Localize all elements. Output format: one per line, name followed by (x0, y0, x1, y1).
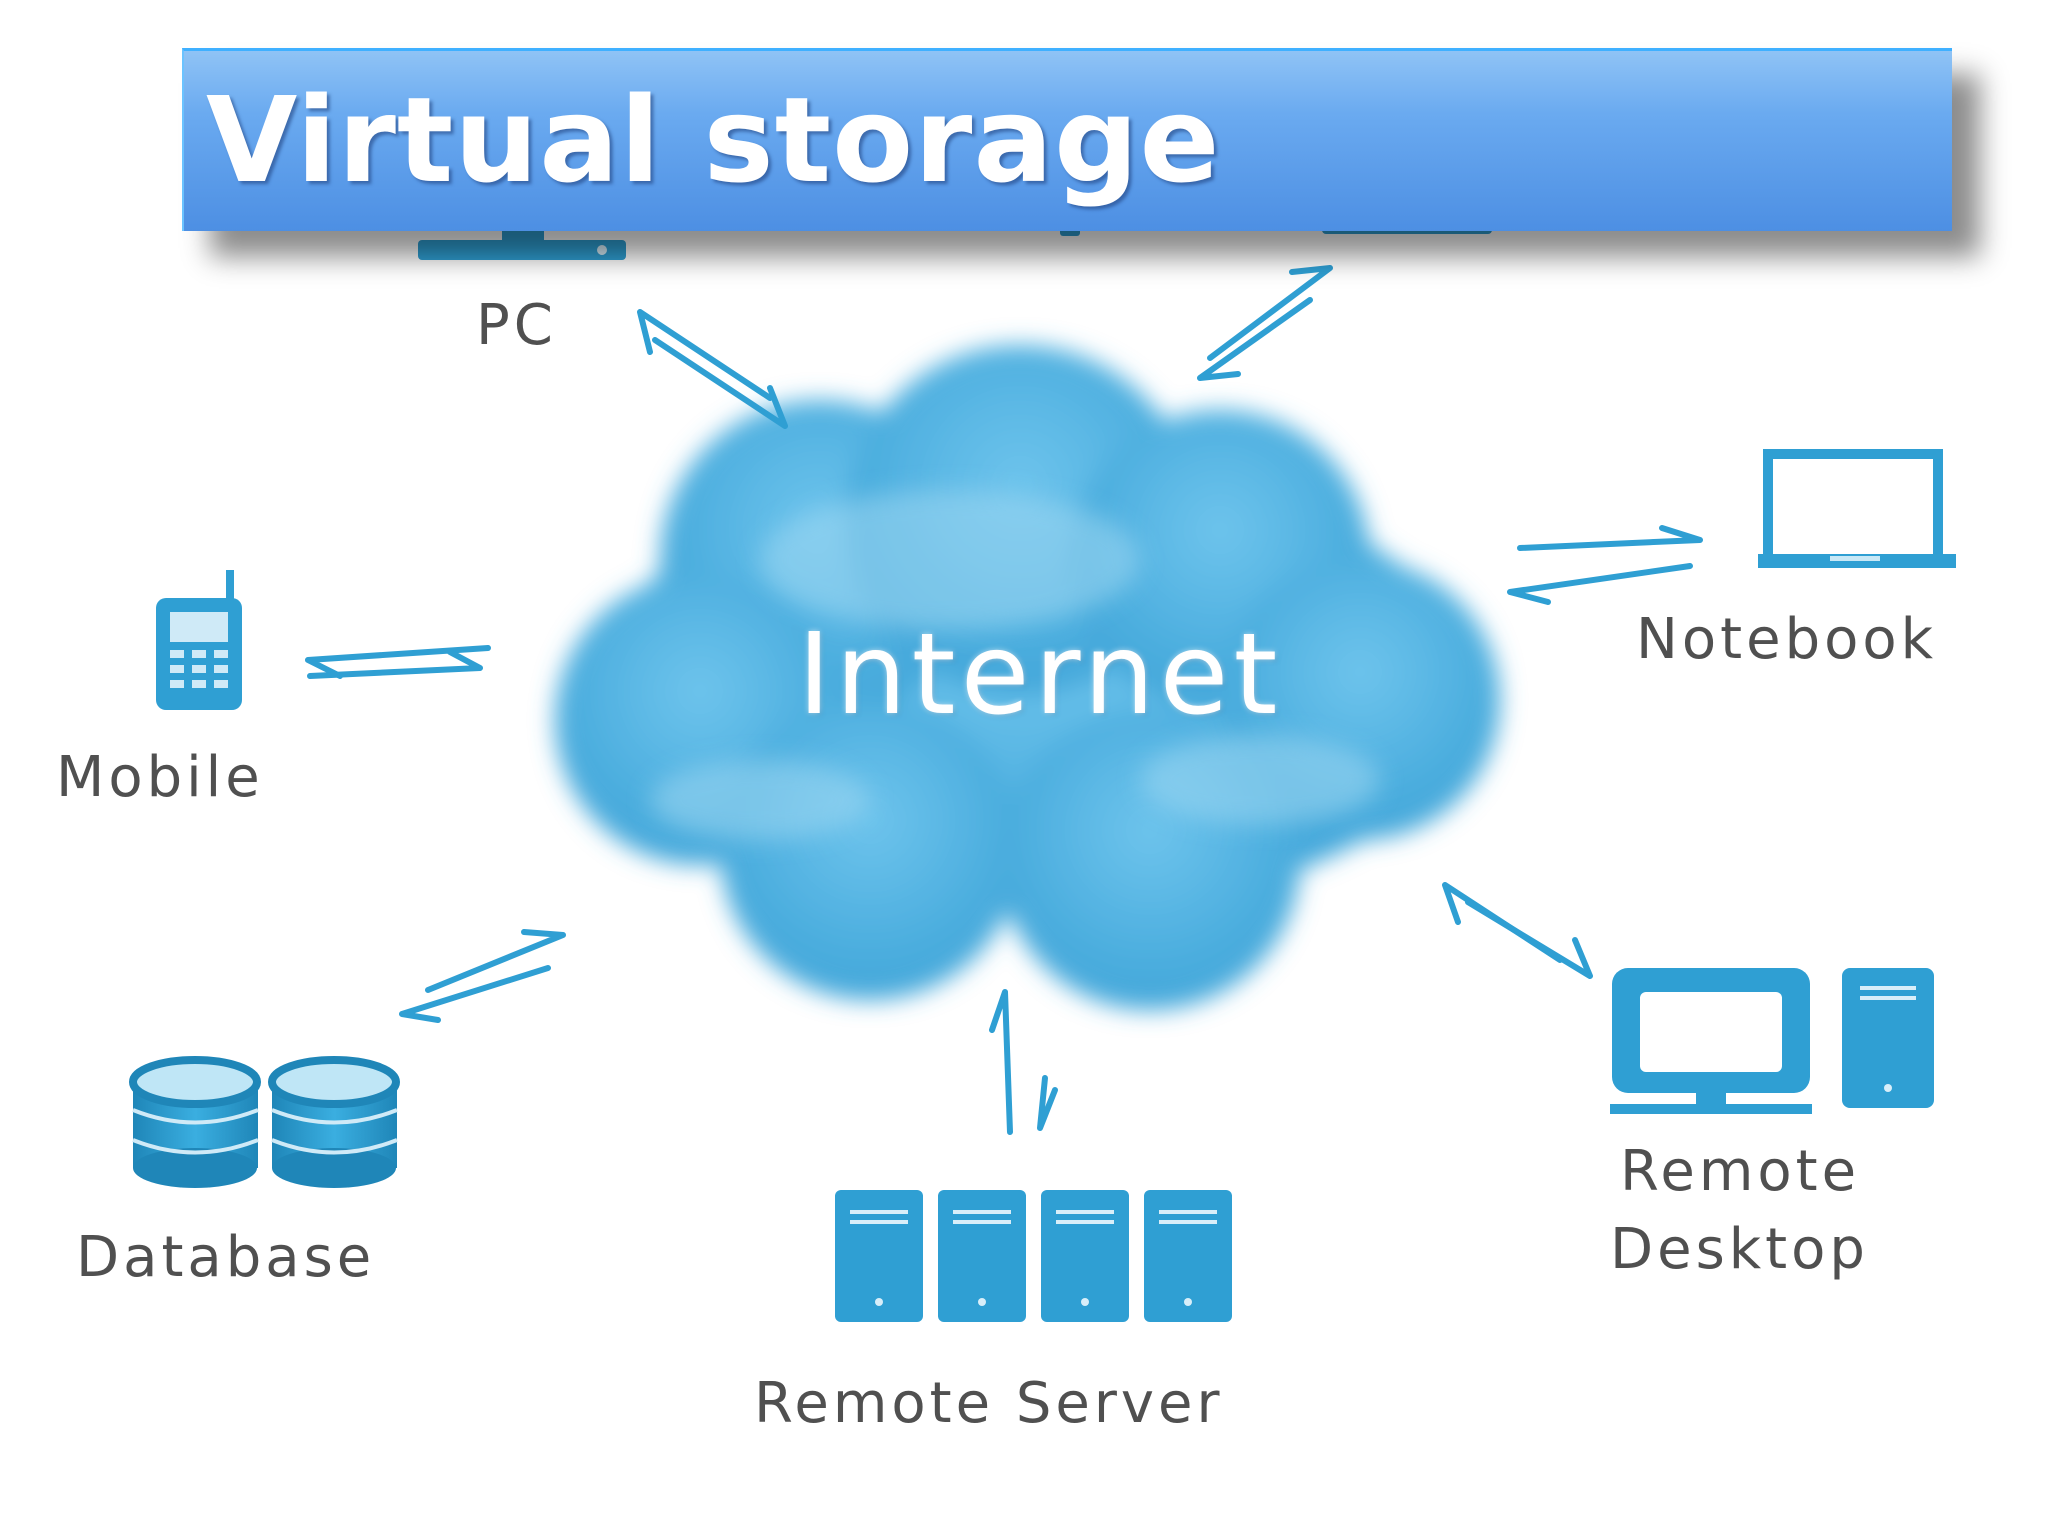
database-label: Database (76, 1225, 376, 1290)
title-banner: Virtual storage (182, 48, 1952, 231)
internet-cloud (555, 345, 1500, 1010)
arrow-notebook (1507, 525, 1703, 605)
database-icon (129, 1056, 400, 1188)
arrow-pc (637, 309, 788, 429)
desktop-computer-icon (1610, 968, 1934, 1114)
internet-label: Internet (797, 610, 1283, 740)
page-title: Virtual storage (206, 71, 1221, 209)
mobile-label: Mobile (56, 745, 264, 810)
arrow-database (399, 929, 566, 1023)
connection-arrows (305, 265, 1703, 1135)
remote-server-label: Remote Server (754, 1371, 1224, 1436)
remote-desktop-label-line1: Remote (1620, 1139, 1861, 1204)
pc-label: PC (476, 293, 557, 358)
notebook-label: Notebook (1636, 607, 1938, 672)
arrow-mobile (305, 645, 491, 679)
arrow-remote-desktop (1442, 882, 1593, 979)
arrow-top (1197, 265, 1333, 381)
remote-desktop-label-line2: Desktop (1610, 1217, 1869, 1282)
mobile-phone-icon (156, 570, 242, 710)
server-rack-icon (835, 1190, 1232, 1322)
laptop-icon (1758, 449, 1956, 568)
arrow-remote-server (989, 989, 1058, 1135)
